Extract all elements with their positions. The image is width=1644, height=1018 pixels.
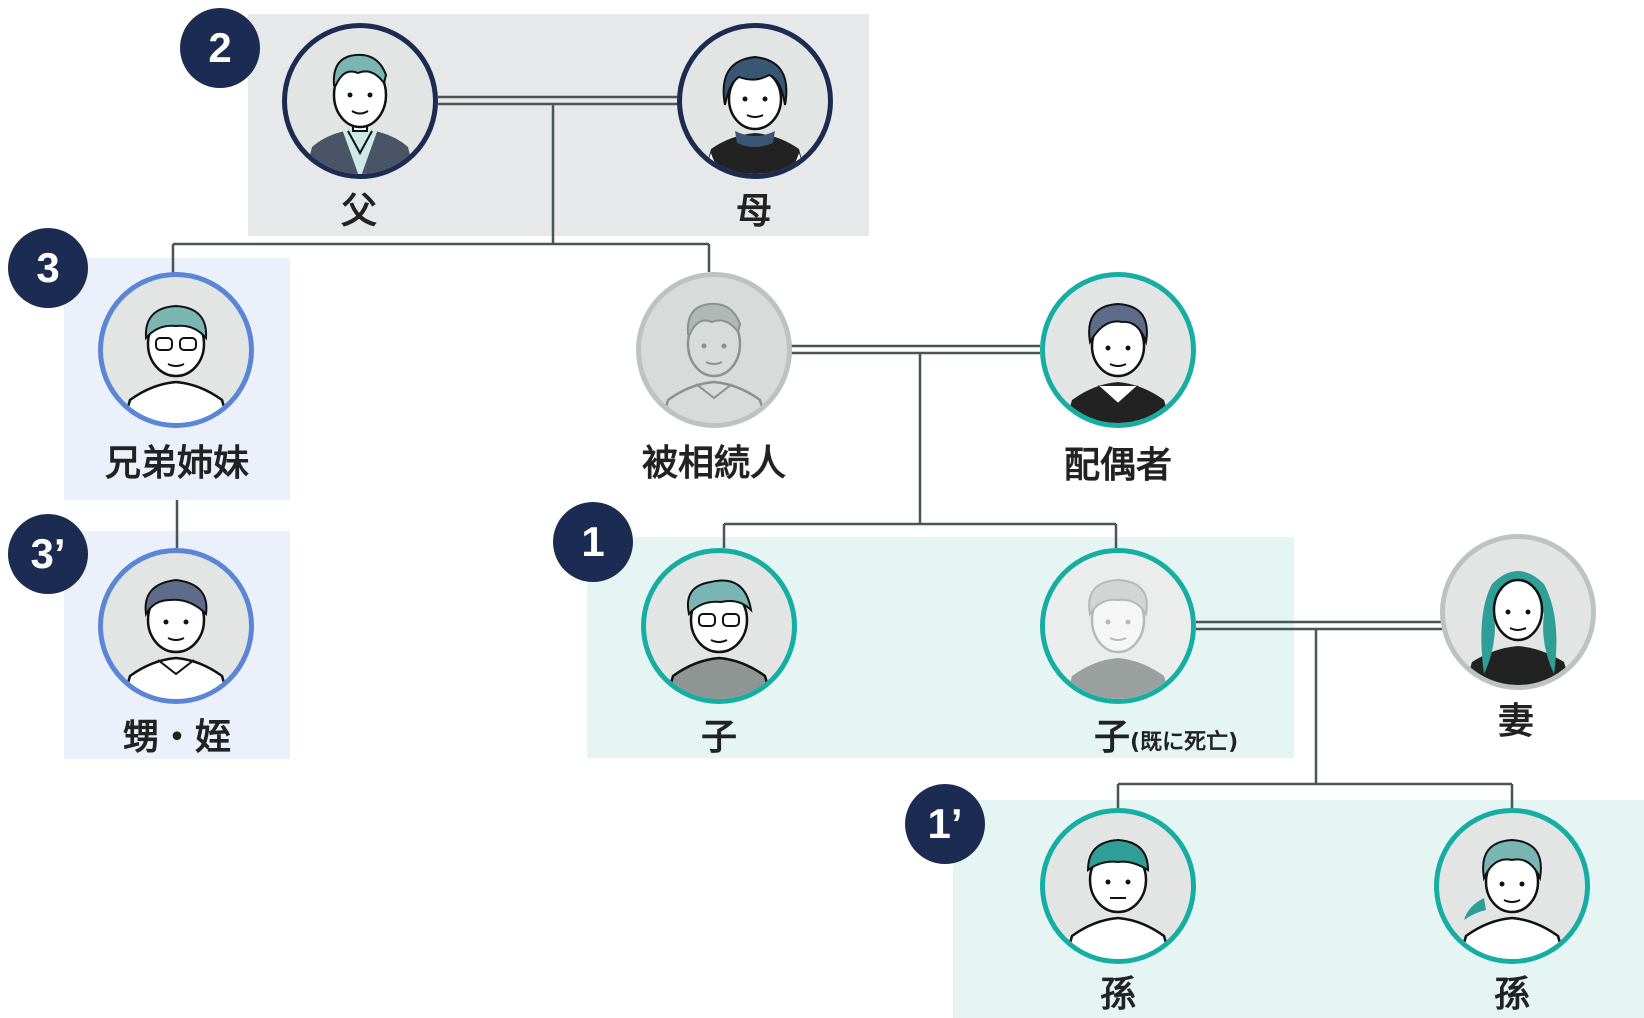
sibling-avatar-icon	[98, 272, 254, 428]
deceased-label: 被相続人	[641, 443, 787, 484]
mother-avatar-icon	[677, 23, 833, 179]
grandson-avatar-icon	[1040, 808, 1196, 964]
granddaughter-avatar-icon	[1434, 808, 1590, 964]
siblings-label: 兄弟姉妹	[104, 443, 250, 484]
siblings-priority-badge: 3	[8, 228, 88, 308]
nephew-avatar-icon	[98, 548, 254, 704]
mother-label: 母	[735, 191, 773, 232]
grandchild-2-label: 孫	[1493, 974, 1531, 1015]
deceased-child-avatar-icon	[1040, 548, 1196, 704]
children-priority-badge: 1	[553, 502, 633, 582]
nephews-label: 甥・姪	[122, 717, 232, 758]
child-avatar-icon	[641, 548, 797, 704]
deceased-child-note: (既に死亡)	[1130, 730, 1239, 755]
parents-priority-badge: 2	[180, 8, 260, 88]
spouse-avatar-icon	[1040, 272, 1196, 428]
father-avatar-icon	[282, 23, 438, 179]
deceased-child-label: 子(既に死亡)	[1094, 718, 1238, 763]
child-label: 子	[700, 717, 738, 758]
nephews-priority-badge: 3’	[8, 514, 88, 594]
grandchildren-priority-badge: 1’	[905, 784, 985, 864]
wife-label: 妻	[1497, 701, 1535, 742]
spouse-label: 配偶者	[1063, 445, 1173, 486]
grandchild-1-label: 孫	[1099, 974, 1137, 1015]
deceased-avatar-icon	[636, 272, 792, 428]
father-label: 父	[340, 191, 378, 232]
deceased-child-label-text: 子	[1094, 717, 1131, 758]
wife-avatar-icon	[1440, 534, 1596, 690]
